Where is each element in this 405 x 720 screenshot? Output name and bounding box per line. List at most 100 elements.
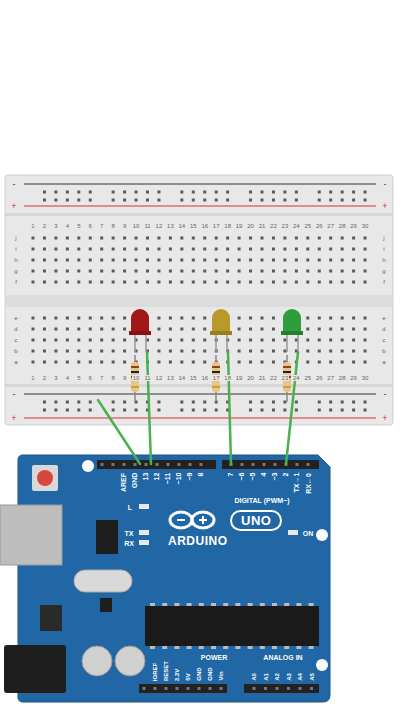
arduino-logo: [170, 512, 192, 528]
hole: [283, 350, 286, 353]
hole: [32, 237, 35, 240]
hole: [238, 270, 241, 273]
hole: [43, 259, 46, 262]
hole: [261, 361, 264, 364]
hole: [192, 350, 195, 353]
jumper-wire: [286, 352, 298, 464]
column-number: 18: [223, 223, 232, 229]
pin: [264, 687, 267, 690]
pin-header: [139, 684, 227, 693]
pin: [189, 463, 192, 466]
hole: [89, 248, 92, 251]
hole: [180, 350, 183, 353]
hole: [43, 361, 46, 364]
hole: [203, 259, 206, 262]
hole: [54, 401, 57, 404]
hole: [180, 409, 183, 412]
hole: [261, 401, 264, 404]
pin-label: A4: [297, 673, 303, 681]
hole: [249, 248, 252, 251]
hole: [43, 317, 46, 320]
chip-pin: [309, 646, 314, 649]
pin-label: 5V: [185, 674, 191, 681]
hole: [66, 281, 69, 284]
hole: [318, 248, 321, 251]
hole: [364, 361, 367, 364]
hole: [295, 259, 298, 262]
hole: [77, 237, 80, 240]
hole: [192, 191, 195, 194]
breadboard: [5, 175, 393, 425]
hole: [43, 409, 46, 412]
hole: [352, 401, 355, 404]
hole: [100, 328, 103, 331]
hole: [192, 409, 195, 412]
hole: [180, 361, 183, 364]
hole: [215, 248, 218, 251]
hole: [123, 259, 126, 262]
column-number: 6: [88, 375, 93, 381]
header-title: POWER: [201, 654, 227, 661]
hole: [169, 259, 172, 262]
pin-label: GND: [132, 473, 139, 489]
hole: [89, 199, 92, 202]
hole: [341, 248, 344, 251]
hole: [341, 237, 344, 240]
hole: [364, 328, 367, 331]
hole: [135, 270, 138, 273]
hole: [295, 401, 298, 404]
transistor: [100, 598, 112, 612]
hole: [32, 248, 35, 251]
rail-sign: +: [381, 202, 388, 211]
hole: [180, 339, 183, 342]
hole: [169, 317, 172, 320]
hole: [272, 270, 275, 273]
power-jack: [4, 645, 66, 693]
hole: [77, 317, 80, 320]
hole: [318, 350, 321, 353]
pin: [145, 463, 148, 466]
hole: [89, 281, 92, 284]
resistor-symbol: [212, 355, 220, 402]
hole: [157, 401, 160, 404]
column-number: 19: [235, 223, 244, 229]
column-number: 10: [132, 375, 141, 381]
hole: [261, 259, 264, 262]
pin-label: ~5: [249, 473, 256, 481]
pin: [165, 687, 168, 690]
chip-pin: [211, 646, 216, 649]
hole: [215, 259, 218, 262]
hole: [203, 328, 206, 331]
hole: [77, 191, 80, 194]
hole: [238, 361, 241, 364]
hole: [157, 237, 160, 240]
hole: [272, 281, 275, 284]
hole: [123, 339, 126, 342]
rail-sign: +: [10, 414, 17, 423]
hole: [43, 339, 46, 342]
hole: [66, 361, 69, 364]
hole: [306, 259, 309, 262]
column-number: 28: [338, 375, 347, 381]
hole: [32, 317, 35, 320]
hole: [112, 339, 115, 342]
pin: [167, 463, 170, 466]
mounting-hole: [316, 659, 328, 671]
hole: [352, 361, 355, 364]
hole: [157, 350, 160, 353]
hole: [100, 248, 103, 251]
column-number: 25: [303, 223, 312, 229]
column-number: 2: [42, 223, 47, 229]
chip-pin: [272, 646, 277, 649]
hole: [169, 270, 172, 273]
hole: [283, 409, 286, 412]
row-letter: c: [382, 337, 387, 343]
hole: [146, 259, 149, 262]
hole: [89, 317, 92, 320]
column-number: 23: [281, 375, 290, 381]
reset-button: [32, 465, 58, 491]
hole: [341, 317, 344, 320]
hole: [295, 237, 298, 240]
row-letter: c: [14, 337, 19, 343]
hole: [169, 361, 172, 364]
